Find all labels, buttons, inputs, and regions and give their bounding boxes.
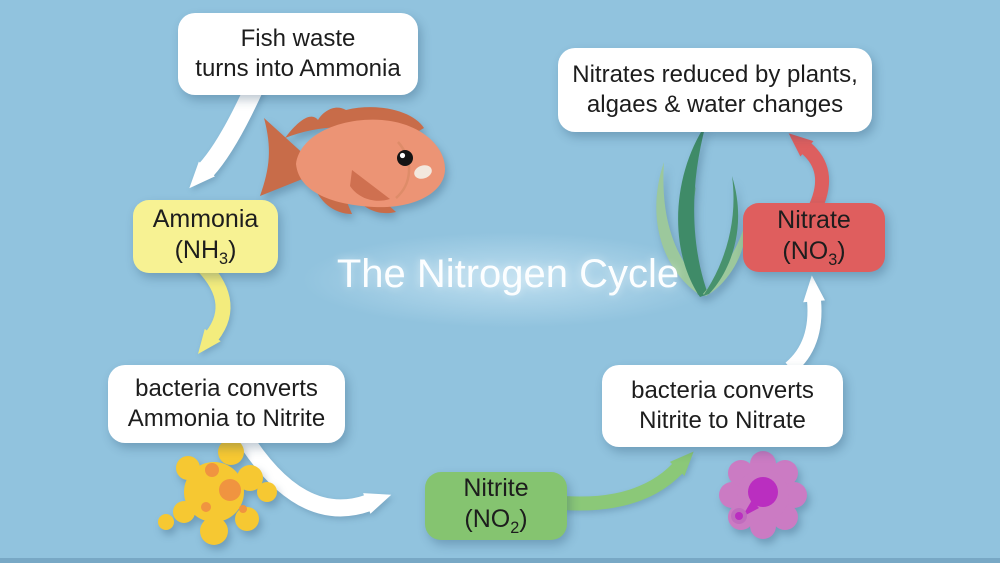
- bacteria-converts-ammonia-label: bacteria converts Ammonia to Nitrite: [108, 365, 345, 443]
- arrow-nitrite-to-bacteria2: [562, 451, 694, 511]
- nitrite-name: Nitrite: [463, 474, 529, 503]
- bottom-edge-strip: [0, 558, 1000, 563]
- bacteria2-line1: bacteria converts: [631, 376, 814, 404]
- nitrite-node: Nitrite (NO2): [425, 472, 567, 540]
- ammonia-node: Ammonia (NH3): [133, 200, 278, 273]
- title-glow: [300, 232, 720, 328]
- reduction-line2: algaes & water changes: [586, 91, 844, 118]
- fish-icon: [260, 107, 446, 214]
- reduction-line1: Nitrates reduced by plants,: [572, 60, 858, 88]
- bacteria1-line1: bacteria converts: [135, 374, 318, 402]
- ammonia-formula: (NH3): [174, 235, 237, 268]
- nitrite-formula: (NO2): [464, 505, 528, 538]
- bacteria-flower-icon: [719, 451, 807, 539]
- arrow-bacteria2-to-nitrate: [785, 275, 825, 374]
- fish-waste-line2: turns into Ammonia: [195, 55, 401, 82]
- nitrate-formula: (NO3): [782, 236, 846, 269]
- arrow-fishwaste-to-ammonia: [189, 80, 265, 189]
- bacteria1-line2: Ammonia to Nitrite: [127, 405, 326, 432]
- bacteria-converts-nitrite-label: bacteria converts Nitrite to Nitrate: [602, 365, 843, 447]
- ammonia-name: Ammonia: [152, 204, 259, 233]
- fish-waste-label: Fish waste turns into Ammonia: [178, 13, 418, 95]
- bacteria-blob-icon: [158, 439, 277, 545]
- arrow-nitrate-to-reduction: [788, 133, 829, 209]
- arrow-bacteria1-to-nitrite: [234, 429, 392, 517]
- fish-waste-line1: Fish waste: [240, 24, 356, 52]
- nitrate-name: Nitrate: [777, 205, 851, 234]
- nitrate-reduction-label: Nitrates reduced by plants, algaes & wat…: [558, 48, 872, 132]
- seaweed-icon: [656, 124, 748, 297]
- bacteria2-line2: Nitrite to Nitrate: [639, 407, 806, 434]
- nitrate-node: Nitrate (NO3): [743, 203, 885, 272]
- diagram-title: The Nitrogen Cycle: [336, 252, 680, 296]
